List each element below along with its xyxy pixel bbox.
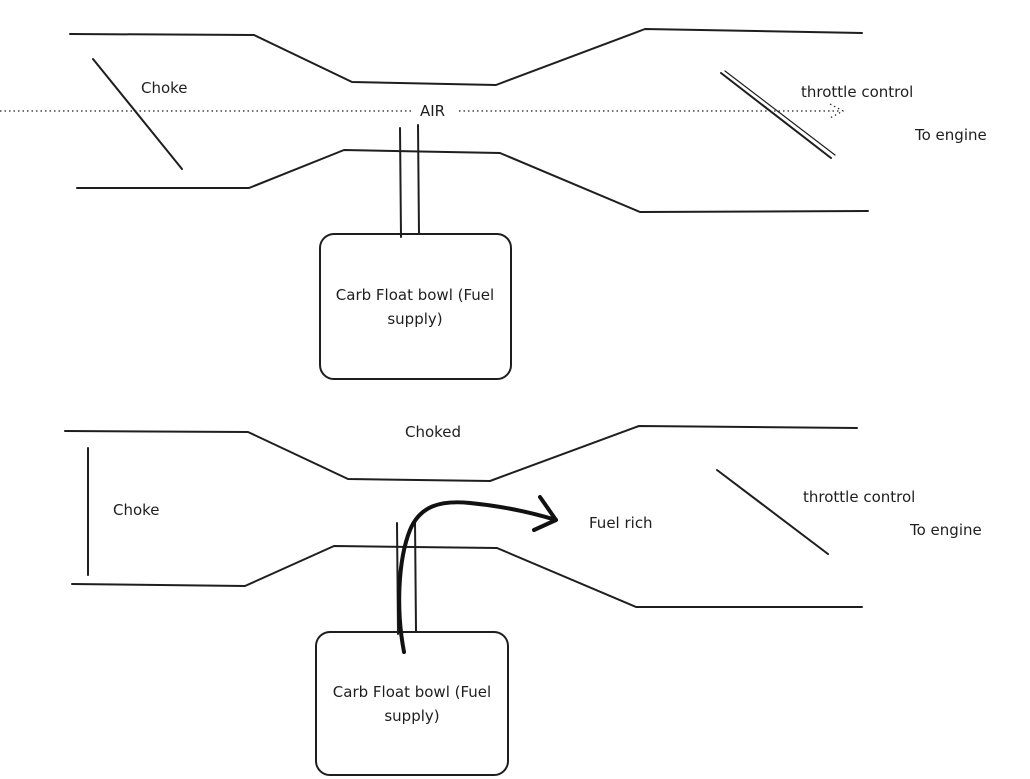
bottom-carburetor: Choked Choke Fuel rich throttle control …	[64, 423, 982, 776]
top-venturi-upper-wall	[69, 28, 863, 86]
top-bowl-label-line1: Carb Float bowl (Fuel	[336, 286, 494, 304]
bottom-fuel-tube-right	[414, 519, 417, 632]
bottom-float-bowl	[315, 631, 509, 776]
bottom-throttle-label: throttle control	[803, 488, 915, 506]
bottom-fuel-rich-arrowhead	[532, 495, 558, 532]
top-carburetor: AIR Choke throttle control To engine Car…	[0, 28, 987, 380]
bottom-state-label: Choked	[405, 423, 461, 441]
top-choke-label: Choke	[141, 79, 188, 97]
top-choke-plate	[92, 58, 183, 170]
bottom-throttle-plate	[716, 469, 829, 555]
top-venturi-lower-wall	[76, 149, 869, 213]
bottom-fuel-rich-arrow	[397, 500, 558, 654]
bottom-fuel-label: Fuel rich	[589, 514, 653, 532]
bottom-bowl-label-line1: Carb Float bowl (Fuel	[333, 683, 491, 701]
top-throttle-plate-edge	[724, 70, 836, 156]
top-throttle-label: throttle control	[801, 83, 913, 101]
top-bowl-label-line2: supply)	[387, 310, 442, 328]
bottom-choke-label: Choke	[113, 501, 160, 519]
top-throttle-plate	[720, 72, 832, 159]
bottom-venturi-upper-wall	[64, 425, 858, 482]
top-engine-label: To engine	[914, 126, 987, 144]
bottom-bowl-label-line2: supply)	[384, 707, 439, 725]
top-fuel-tube-left	[399, 127, 402, 238]
top-air-flow-arrowhead	[829, 103, 845, 119]
bottom-venturi-lower-wall	[71, 545, 863, 608]
top-air-label-bg	[414, 102, 458, 120]
top-float-bowl	[319, 233, 512, 380]
bottom-engine-label: To engine	[909, 521, 982, 539]
top-air-label: AIR	[420, 102, 445, 120]
top-fuel-tube-right	[417, 124, 420, 235]
